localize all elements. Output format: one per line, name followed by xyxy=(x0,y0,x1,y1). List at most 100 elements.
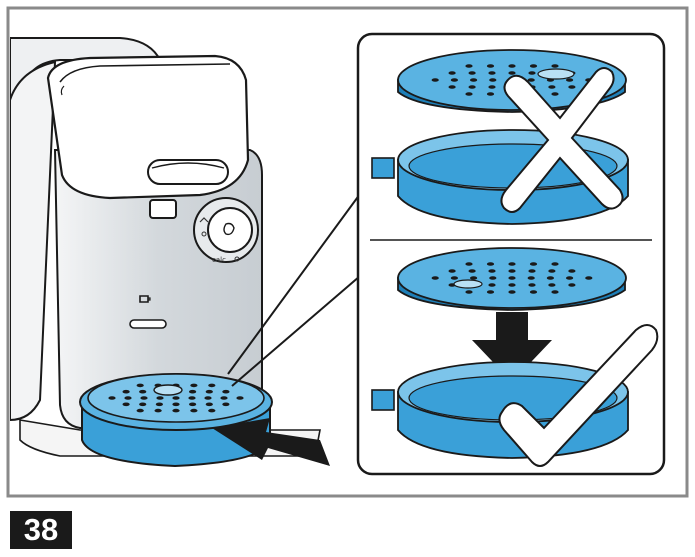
indicator-bar xyxy=(129,319,167,329)
drain-hole xyxy=(188,396,196,400)
drain-hole xyxy=(154,408,162,413)
drain-hole xyxy=(205,402,213,407)
drain-hole xyxy=(465,262,473,266)
drain-hole xyxy=(208,383,216,388)
drain-hole xyxy=(139,389,147,394)
drain-hole xyxy=(529,290,538,294)
drain-hole xyxy=(222,389,230,394)
step-number-badge: 38 xyxy=(10,511,72,549)
drain-hole xyxy=(108,396,116,400)
drain-hole xyxy=(220,396,228,400)
drain-hole xyxy=(527,276,535,280)
drain-hole xyxy=(448,85,456,89)
drain-hole xyxy=(489,78,497,82)
drain-hole xyxy=(465,290,473,294)
drain-hole xyxy=(470,276,478,280)
drain-hole xyxy=(448,269,456,273)
drain-hole xyxy=(508,64,516,68)
drain-hole xyxy=(566,276,574,280)
panel-incorrect xyxy=(371,49,629,225)
drain-hole xyxy=(190,383,198,388)
drain-hole xyxy=(236,396,244,400)
drip-tray xyxy=(79,373,273,468)
drain-hole xyxy=(546,276,555,280)
drain-hole xyxy=(431,78,439,82)
drain-hole xyxy=(528,71,536,75)
drain-hole xyxy=(136,408,144,413)
drain-hole xyxy=(528,269,536,273)
drain-hole xyxy=(139,402,147,407)
drain-hole xyxy=(156,396,164,400)
drain-hole xyxy=(470,78,478,82)
drain-hole xyxy=(527,78,535,82)
drain-hole xyxy=(172,396,180,400)
drain-hole xyxy=(172,408,180,413)
drain-hole xyxy=(189,402,197,407)
drain-hole xyxy=(486,92,495,96)
drain-hole xyxy=(508,71,516,75)
drain-hole xyxy=(551,290,559,294)
control-dial: calc xyxy=(193,197,259,264)
drain-hole xyxy=(190,408,198,413)
drain-hole xyxy=(551,262,559,266)
drain-hole xyxy=(189,389,197,394)
drain-hole xyxy=(488,71,496,75)
drain-hole xyxy=(548,269,556,273)
drain-hole xyxy=(568,85,576,89)
lid-handle xyxy=(147,159,229,185)
drain-hole xyxy=(508,269,516,273)
drain-hole xyxy=(140,396,148,400)
drain-hole xyxy=(208,408,216,413)
push-arrow xyxy=(212,418,330,466)
drain-hole xyxy=(488,283,496,287)
drain-hole xyxy=(468,71,476,75)
drain-hole xyxy=(450,276,458,280)
drain-hole xyxy=(551,92,559,96)
drain-hole xyxy=(548,283,556,287)
cross-icon xyxy=(500,67,624,213)
drain-hole xyxy=(489,276,497,280)
drain-hole xyxy=(486,64,495,68)
down-arrow xyxy=(472,312,552,382)
drain-hole xyxy=(468,85,476,89)
drain-hole xyxy=(222,402,230,407)
cup-icon xyxy=(139,295,151,303)
drain-hole xyxy=(465,92,473,96)
drain-hole xyxy=(136,383,144,388)
calc-label: calc xyxy=(212,256,226,264)
drain-hole xyxy=(450,78,458,82)
panel-correct xyxy=(371,247,659,467)
drain-hole xyxy=(548,85,556,89)
drain-hole xyxy=(529,64,538,68)
drain-hole xyxy=(529,262,538,266)
check-icon xyxy=(498,324,659,467)
drain-hole xyxy=(486,290,495,294)
drain-hole xyxy=(465,64,473,68)
drain-hole xyxy=(568,269,576,273)
drain-hole xyxy=(551,64,559,68)
drain-hole xyxy=(172,402,180,407)
drain-hole xyxy=(508,262,516,266)
drain-hole xyxy=(585,276,593,280)
drain-hole xyxy=(431,276,439,280)
drain-hole xyxy=(488,269,496,273)
drain-hole xyxy=(124,396,132,400)
drain-hole xyxy=(448,71,456,75)
drain-hole xyxy=(508,283,516,287)
drain-hole xyxy=(488,85,496,89)
callout-lines xyxy=(227,193,361,387)
drain-hole xyxy=(508,290,516,294)
drain-hole xyxy=(205,389,213,394)
drain-hole xyxy=(155,402,163,407)
drain-hole xyxy=(468,269,476,273)
drain-hole xyxy=(568,283,576,287)
drain-hole xyxy=(204,396,212,400)
drain-hole xyxy=(122,389,130,394)
drain-hole xyxy=(528,283,536,287)
drain-hole xyxy=(122,402,130,407)
drain-hole xyxy=(486,262,495,266)
coffee-spout xyxy=(149,199,177,219)
drain-hole xyxy=(566,78,574,82)
drain-hole xyxy=(508,276,516,280)
